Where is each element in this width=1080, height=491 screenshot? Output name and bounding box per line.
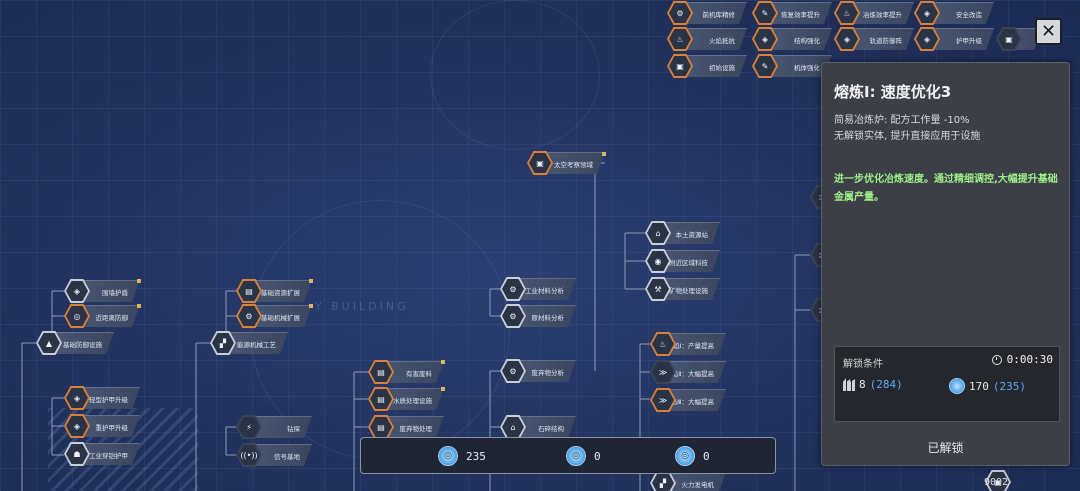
tech-node[interactable]: 重护甲升级: [70, 415, 140, 437]
tech-node[interactable]: 安全改造: [922, 2, 994, 24]
core-requirement: 170(235): [949, 378, 1026, 394]
tech-node[interactable]: 结构强化: [760, 28, 832, 50]
tech-node[interactable]: 轻型护甲升级: [70, 387, 140, 409]
tech-node[interactable]: 轨道防御阵: [842, 28, 914, 50]
cores-need: (235): [992, 379, 1026, 393]
status-dot: [309, 279, 313, 283]
core-icon: ◎: [675, 446, 695, 466]
tech-node[interactable]: 有害废料: [374, 361, 444, 383]
tech-node[interactable]: 恢复效率提升: [760, 2, 832, 24]
watermark-text: Y BUILDING: [315, 300, 409, 313]
tech-detail-panel: 熔炼I: 速度优化3 简易冶炼炉: 配方工作量 -10% 无解锁实体, 提升直接…: [821, 62, 1070, 466]
tech-node[interactable]: 工业材料分析: [506, 278, 576, 300]
core-icon: ◎: [566, 446, 586, 466]
unlock-label: 解锁条件: [843, 359, 883, 370]
core-icon: ◎: [438, 446, 458, 466]
corner-number: 9002: [984, 477, 1009, 488]
tech-node[interactable]: 冶炼效率提升: [842, 2, 914, 24]
target-icon: ◎: [64, 304, 90, 328]
status-dot: [441, 360, 445, 364]
resource-value: 235: [466, 449, 486, 463]
shield-icon: ◈: [64, 414, 90, 438]
buildings-have: 8: [859, 378, 866, 391]
resource-bar: ◎ 235 ◎ 0 ◎ 0: [360, 437, 776, 474]
buildings-need: (284): [869, 378, 903, 391]
tech-description: 进一步优化冶炼速度。通过精细调控,大幅提升基础金属产量。: [834, 174, 1058, 203]
resource-item: ◎ 0: [675, 446, 710, 466]
tech-node[interactable]: 钻探: [242, 416, 312, 438]
tech-node[interactable]: 水质处理设施: [374, 388, 444, 410]
tech-node[interactable]: 废弃物处理: [374, 416, 444, 438]
tech-node[interactable]: 能源机械工艺: [216, 332, 288, 354]
tech-node[interactable]: 附近区域科技: [652, 250, 720, 272]
tech-node[interactable]: 石碎结构: [506, 416, 576, 438]
tech-node[interactable]: 火焰抵抗: [675, 28, 747, 50]
tech-node[interactable]: 初始设施: [675, 55, 747, 77]
unlock-status-button[interactable]: 已解锁: [927, 441, 964, 455]
status-dot: [137, 279, 141, 283]
tech-node[interactable]: 太空考察领域: [535, 152, 605, 174]
resource-value: 0: [594, 449, 601, 463]
shield-icon: ◈: [64, 386, 90, 410]
timer-value: 0:00:30: [1006, 353, 1053, 366]
tech-node[interactable]: 基础防御设施: [42, 332, 114, 354]
tech-node[interactable]: 火焰Ⅰ：产量提高: [656, 333, 726, 355]
shield-icon: ◈: [64, 279, 90, 303]
tech-node[interactable]: 近距离防御: [70, 305, 140, 327]
research-timer: 0:00:30: [991, 353, 1053, 366]
resource-item: ◎ 235: [438, 446, 486, 466]
armor-icon: ☗: [64, 442, 90, 466]
box-icon: ▤: [368, 360, 394, 384]
tech-title: 熔炼I: 速度优化3: [834, 83, 952, 101]
tech-node[interactable]: 火焰Ⅲ：大幅提高: [656, 389, 726, 411]
tech-effect: 简易冶炼炉: 配方工作量 -10%: [834, 115, 970, 126]
tech-node[interactable]: 本土资源站: [652, 222, 720, 244]
tech-node[interactable]: 基础机械扩展: [242, 305, 312, 327]
chip-icon: ▣: [985, 470, 1011, 491]
cores-have: 170: [969, 379, 989, 393]
tech-node[interactable]: 机体强化: [760, 55, 832, 77]
status-dot: [309, 304, 313, 308]
status-dot: [137, 304, 141, 308]
box-icon: ▤: [368, 415, 394, 439]
tech-node[interactable]: 护甲升级: [922, 28, 994, 50]
tech-node[interactable]: 火焰Ⅱ：大幅提高: [656, 361, 726, 383]
core-icon: [949, 378, 965, 394]
tech-note: 无解锁实体, 提升直接应用于设施: [834, 131, 981, 142]
status-dot: [441, 387, 445, 391]
truck-icon: ▞: [650, 471, 676, 491]
resource-value: 0: [703, 449, 710, 463]
tech-node[interactable]: 原材料分析: [506, 305, 576, 327]
tech-node[interactable]: 基础资源扩展: [242, 280, 312, 302]
tech-node[interactable]: 信号基地: [242, 444, 312, 466]
resource-item: ◎ 0: [566, 446, 601, 466]
building-icon: [843, 378, 855, 391]
tech-node[interactable]: 围墙护盾: [70, 280, 140, 302]
decor-circle: [430, 0, 600, 150]
close-button[interactable]: ✕: [1035, 18, 1062, 45]
box-icon: ▤: [368, 387, 394, 411]
tech-node[interactable]: 矿物处理设施: [652, 278, 720, 300]
tech-node[interactable]: 工业穿铠护甲: [70, 443, 140, 465]
clock-icon: [991, 354, 1002, 365]
tech-node[interactable]: 废弃物分析: [506, 360, 576, 382]
unlock-conditions: 解锁条件 0:00:30 8(284) 170(235): [834, 346, 1060, 422]
status-dot: [602, 152, 606, 156]
tech-node[interactable]: 前机库精修: [675, 2, 747, 24]
building-requirement: 8(284): [843, 378, 903, 391]
